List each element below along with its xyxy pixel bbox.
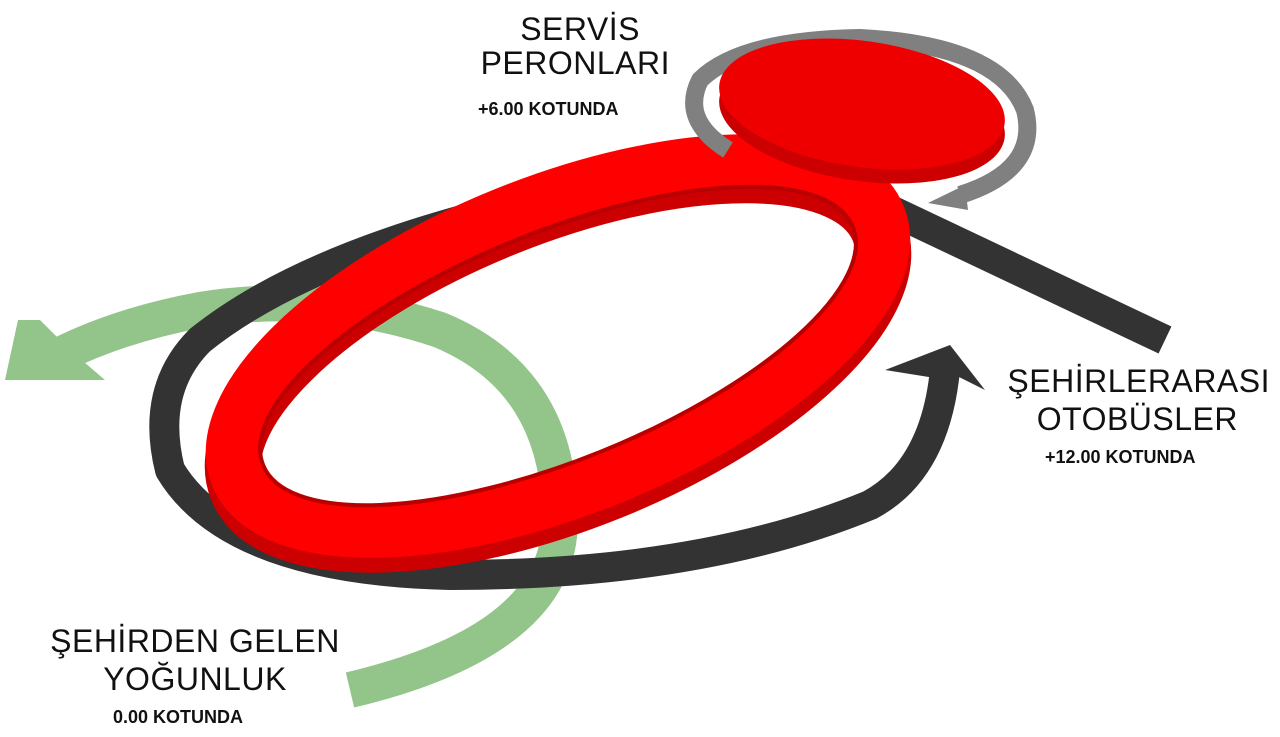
grey-loop-arrowhead <box>928 185 968 210</box>
disc-top <box>719 38 1005 170</box>
city-traffic-flow <box>5 285 578 708</box>
dark-flow-arrowhead <box>885 345 985 390</box>
servis-level: +6.00 KOTUNDA <box>478 99 619 119</box>
sehirden-line2: YOĞUNLUK <box>103 661 287 697</box>
service-loop <box>685 29 1037 210</box>
service-platform-disc <box>719 38 1005 184</box>
red-ring-top <box>205 134 911 558</box>
label-servis-peronlari: SERVİS PERONLARI <box>470 12 670 80</box>
servis-line2: PERONLARI <box>480 45 670 81</box>
sehirlerarasi-level: +12.00 KOTUNDA <box>1045 447 1196 467</box>
label-sehirlerarasi: ŞEHİRLERARASI OTOBÜSLER <box>990 364 1270 436</box>
grey-loop-path <box>685 29 1037 204</box>
sehirlerarasi-line2: OTOBÜSLER <box>1036 401 1238 437</box>
sehirlerarasi-line1: ŞEHİRLERARASI <box>1007 363 1270 399</box>
servis-line1: SERVİS <box>520 11 640 47</box>
sehirden-level: 0.00 KOTUNDA <box>113 707 244 727</box>
sehirden-line1: ŞEHİRDEN GELEN <box>50 623 340 659</box>
green-flow-path <box>51 285 578 708</box>
red-ring-inner-shadow <box>258 184 858 508</box>
green-flow-arrowhead <box>5 320 105 380</box>
main-red-ring <box>204 134 912 573</box>
label-sehirden-gelen: ŞEHİRDEN GELEN YOĞUNLUK <box>30 624 360 696</box>
